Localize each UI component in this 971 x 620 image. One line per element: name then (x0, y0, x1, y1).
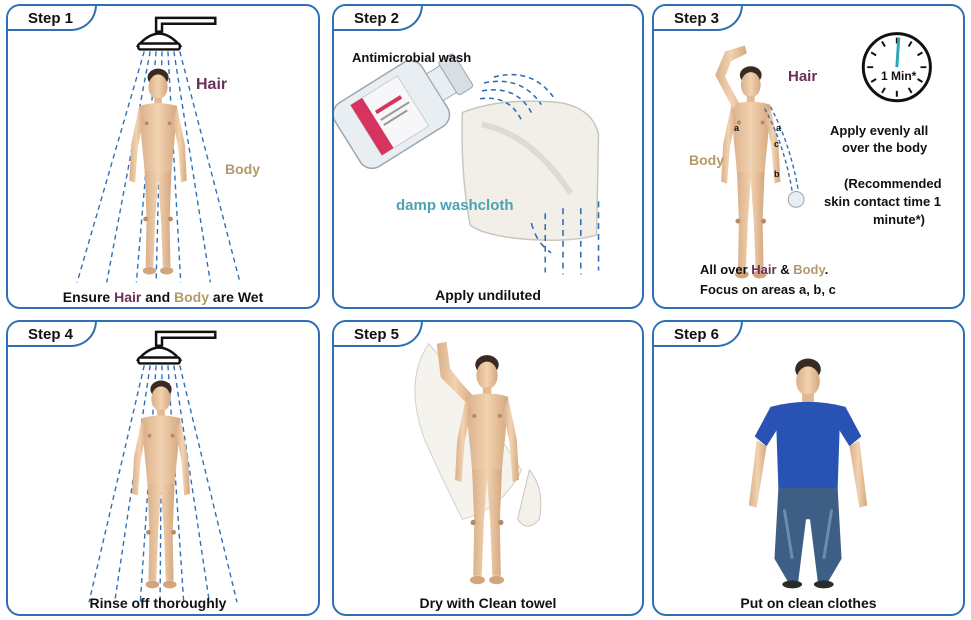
step-1-label: Step 1 (6, 4, 97, 31)
step-1-illustration (8, 6, 318, 307)
timer-icon (863, 34, 930, 101)
area-a-right: a (776, 123, 781, 133)
hair-label: Hair (196, 76, 227, 94)
area-b: b (774, 169, 780, 179)
step-6-caption: Put on clean clothes (654, 595, 963, 611)
step-3-caption-line-2: Focus on areas a, b, c (700, 282, 836, 297)
instruction-line-1: Apply evenly all (830, 123, 928, 138)
step-4-illustration (8, 322, 318, 614)
step-5-label: Step 5 (332, 320, 423, 347)
hair-label: Hair (788, 68, 817, 85)
step-2-caption: Apply undiluted (334, 287, 642, 303)
body-label: Body (225, 161, 260, 177)
step-6-label: Step 6 (652, 320, 743, 347)
step-5-illustration (334, 322, 642, 614)
note-line-2: skin contact time 1 (824, 194, 941, 209)
body-label: Body (689, 152, 724, 168)
step-1-panel: Step 1 Hair Body Ensure Hair and Body ar… (6, 4, 320, 309)
mannequin-figure (129, 69, 186, 275)
step-4-label: Step 4 (6, 320, 97, 347)
area-c: c (774, 139, 779, 149)
step-6-panel: Step 6 Put on clean clothes (652, 320, 965, 616)
washcloth-icon (462, 101, 599, 240)
step-3-panel: Step 3 (652, 4, 965, 309)
step-4-caption: Rinse off thoroughly (6, 595, 318, 611)
step-1-caption: Ensure Hair and Body are Wet (8, 289, 318, 305)
step-4-panel: Step 4 Rinse off thoroughly (6, 320, 320, 616)
step-6-illustration (654, 322, 963, 614)
note-line-3: minute*) (873, 212, 925, 227)
timer-label: 1 Min* (881, 69, 916, 83)
instruction-line-2: over the body (842, 140, 927, 155)
step-5-panel: Step 5 Dry with Clean towel (332, 320, 644, 616)
showerhead-icon (138, 18, 215, 50)
clothed-person-figure (749, 359, 867, 589)
step-2-panel: Step 2 Antimicrobia (332, 4, 644, 309)
product-label: Antimicrobial wash (352, 50, 471, 65)
area-a-left: a (734, 123, 739, 133)
washcloth-label: damp washcloth (396, 197, 514, 214)
note-line-1: (Recommended (844, 176, 942, 191)
sponge-icon (788, 192, 804, 208)
step-3-label: Step 3 (652, 4, 743, 31)
step-5-caption: Dry with Clean towel (334, 595, 642, 611)
showerhead-icon (138, 332, 215, 364)
step-2-label: Step 2 (332, 4, 423, 31)
step-3-caption-line-1: All over Hair & Body. (700, 262, 828, 277)
